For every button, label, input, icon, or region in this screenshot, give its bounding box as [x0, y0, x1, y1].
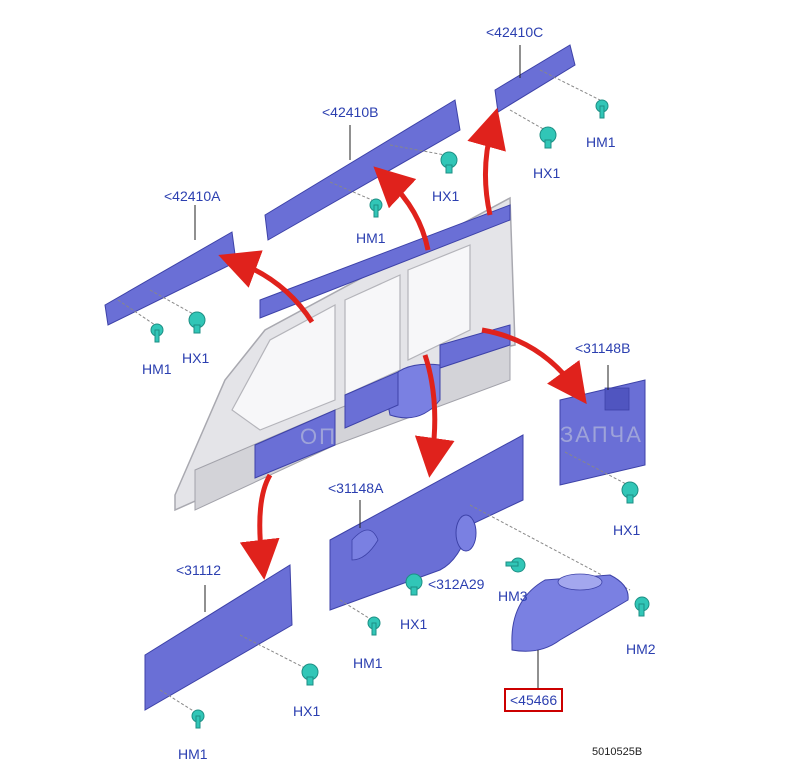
- label-hx1-42410a[interactable]: HX1: [182, 350, 210, 366]
- label-31148A[interactable]: <31148A: [328, 480, 384, 496]
- watermark-right: ЗАПЧА: [560, 422, 643, 447]
- clip-312a29: [405, 573, 423, 596]
- panel-42410C: [494, 44, 601, 131]
- label-42410A[interactable]: <42410A: [164, 188, 221, 204]
- label-42410B[interactable]: <42410B: [322, 104, 379, 120]
- panel-31148A: [329, 434, 631, 621]
- clip-hm1-42410b: [369, 198, 383, 218]
- label-hx1-31148b[interactable]: HX1: [613, 522, 641, 538]
- label-hx1-42410c[interactable]: HX1: [533, 165, 561, 181]
- label-hm2[interactable]: HM2: [626, 641, 656, 657]
- clip-hx1-42410b: [440, 151, 458, 174]
- label-hm1-42410a[interactable]: HM1: [142, 361, 172, 377]
- label-31148B[interactable]: <31148B: [575, 340, 631, 356]
- clips: [150, 99, 650, 729]
- clip-hx1-31112: [301, 663, 319, 686]
- label-hx1-31148a[interactable]: HX1: [400, 616, 428, 632]
- clip-hx1-42410c: [539, 126, 557, 149]
- part-312A29: [455, 514, 477, 552]
- clip-hm3: [505, 557, 526, 573]
- clip-hm1-42410a: [150, 323, 164, 343]
- label-hx1-42410b[interactable]: HX1: [432, 188, 460, 204]
- label-hm1-31112[interactable]: HM1: [178, 746, 208, 762]
- label-hm1-42410c[interactable]: HM1: [586, 134, 616, 150]
- frame-panels: [254, 204, 511, 479]
- red-arrows: [218, 107, 587, 580]
- label-31112[interactable]: <31112: [176, 562, 222, 578]
- label-hm1-31148a[interactable]: HM1: [353, 655, 383, 671]
- panel-31112: [144, 564, 306, 713]
- panel-31148B: [559, 365, 646, 486]
- label-hx1-31112[interactable]: HX1: [293, 703, 321, 719]
- clip-hm2: [634, 596, 650, 617]
- clip-hx1-31148b: [621, 481, 639, 504]
- part-45466: [511, 573, 629, 688]
- label-42410C[interactable]: <42410C: [486, 24, 544, 40]
- panel-42410A: [104, 205, 237, 326]
- clip-hm1-31112: [191, 709, 205, 729]
- label-hm3[interactable]: HM3: [498, 588, 528, 604]
- clip-hm1-42410c: [595, 99, 609, 119]
- clip-hx1-42410a: [188, 311, 206, 334]
- watermark-left: ОП: [300, 424, 337, 449]
- label-hm1-42410b[interactable]: HM1: [356, 230, 386, 246]
- label-45466-highlighted[interactable]: <45466: [504, 688, 564, 712]
- clip-hm1-31148a: [367, 616, 381, 636]
- panel-42410B: [264, 99, 461, 241]
- reference-code: 5010525B: [592, 746, 643, 758]
- label-312A29[interactable]: <312A29: [428, 576, 485, 592]
